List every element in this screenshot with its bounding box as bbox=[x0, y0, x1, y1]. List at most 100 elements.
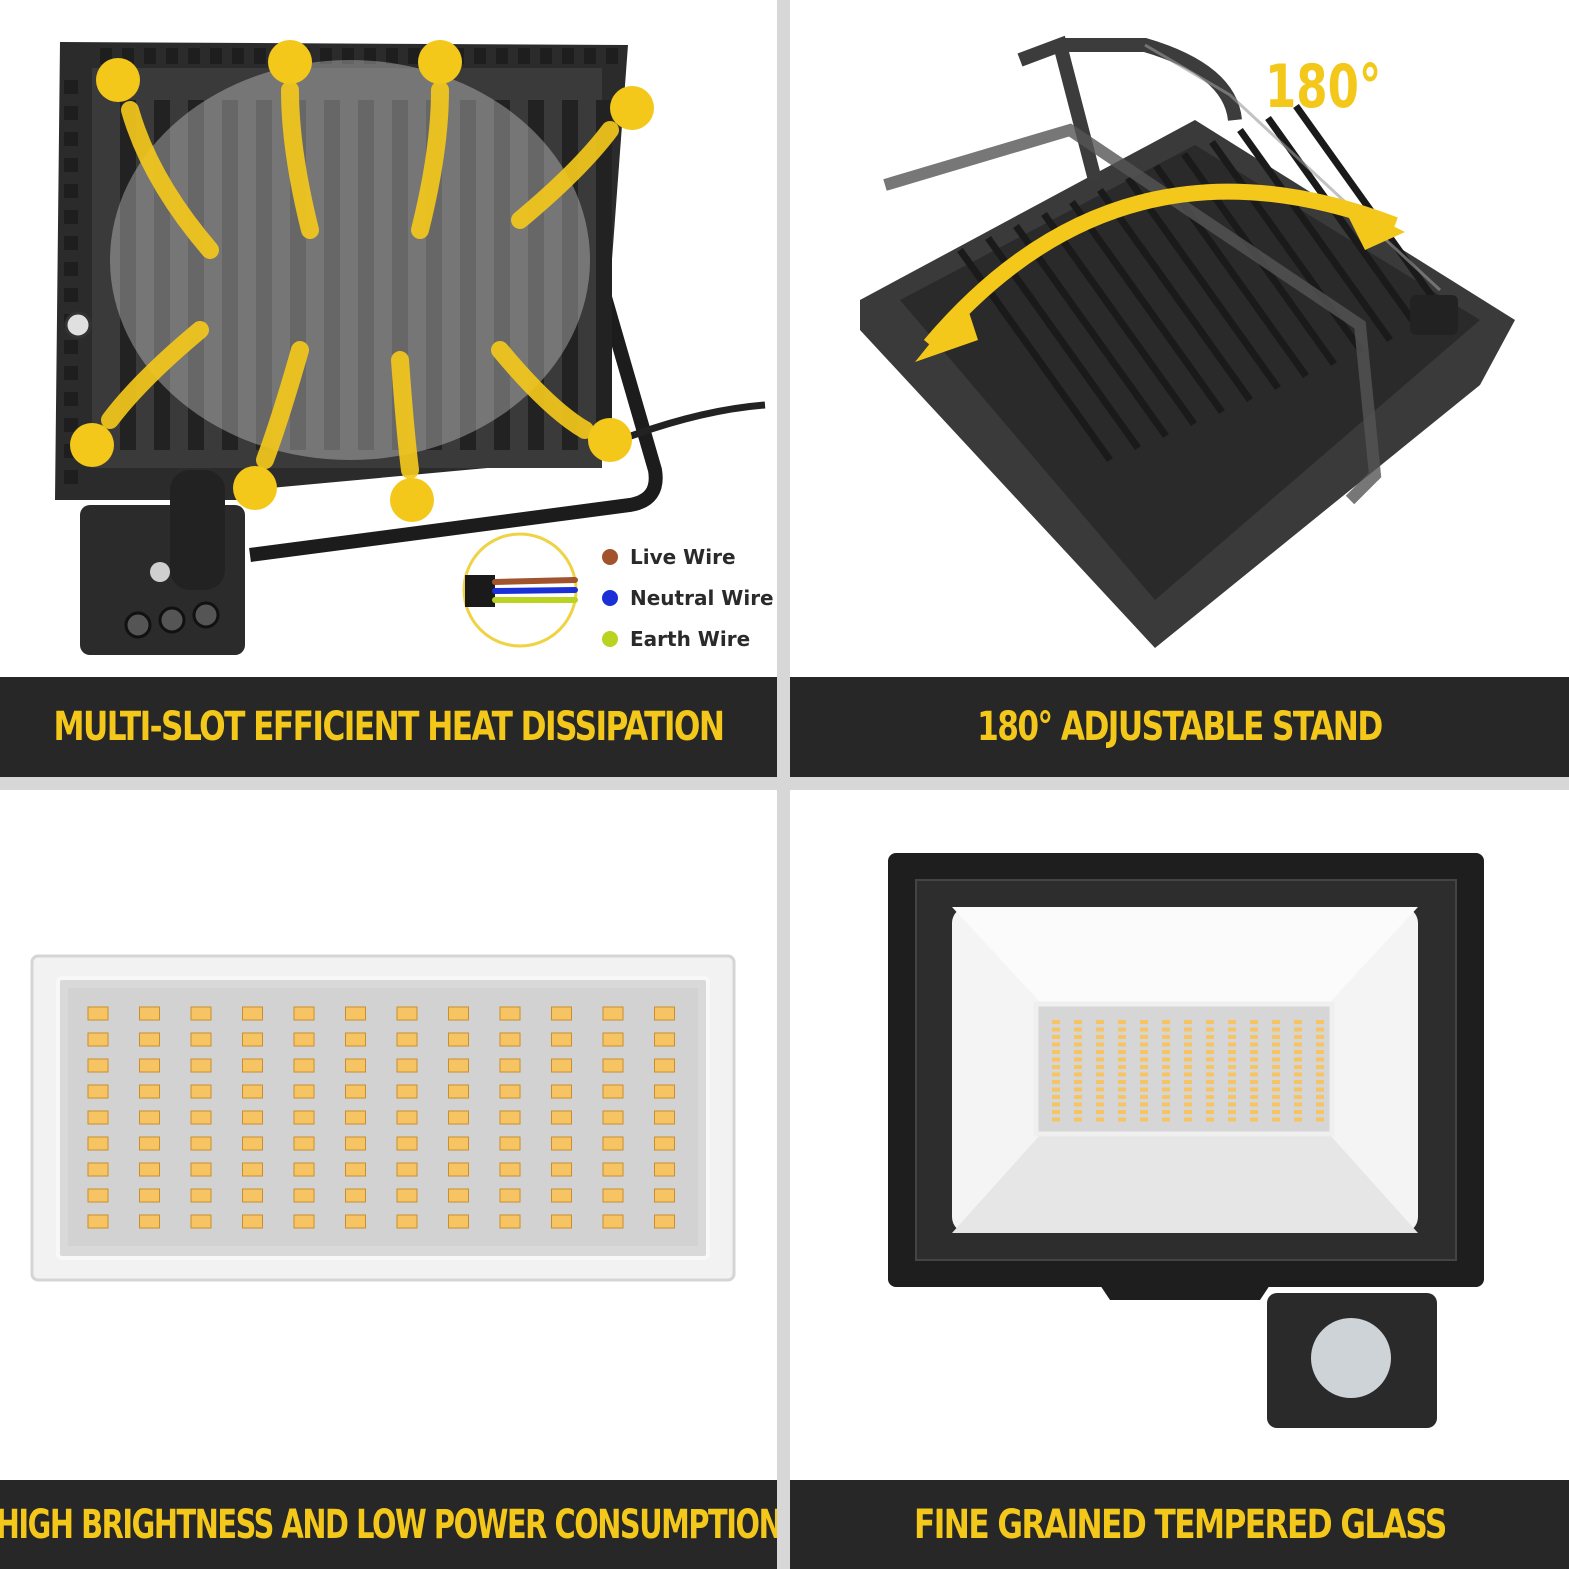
arrow-icon bbox=[390, 478, 434, 522]
led-chip bbox=[1316, 1027, 1324, 1032]
led-chip bbox=[396, 1188, 418, 1203]
led-chip bbox=[1096, 1027, 1104, 1032]
led-chip bbox=[1118, 1050, 1126, 1054]
led-chip bbox=[1250, 1102, 1258, 1107]
led-chip bbox=[1206, 1020, 1214, 1024]
led-chip bbox=[1184, 1050, 1192, 1054]
led-chip bbox=[1228, 1020, 1236, 1024]
led-chip bbox=[190, 1058, 212, 1073]
led-chip bbox=[190, 1214, 212, 1229]
led-chip bbox=[1074, 1087, 1082, 1092]
led-chip bbox=[1052, 1102, 1060, 1107]
led-chip bbox=[1250, 1027, 1258, 1032]
led-chip bbox=[448, 1136, 469, 1151]
led-chip bbox=[1184, 1057, 1192, 1062]
led-chip bbox=[1074, 1050, 1082, 1054]
heat-fins bbox=[120, 100, 612, 450]
stand-bracket bbox=[249, 278, 663, 562]
rim-tooth bbox=[166, 48, 178, 64]
led-grid bbox=[1052, 1020, 1324, 1122]
led-chip bbox=[1074, 1080, 1082, 1084]
led-chip bbox=[1272, 1087, 1280, 1092]
angle-label: 180° bbox=[1265, 52, 1382, 122]
led-chip bbox=[1206, 1072, 1214, 1077]
led-chip bbox=[654, 1214, 675, 1229]
led-chip bbox=[1294, 1080, 1302, 1084]
led-chip bbox=[1052, 1050, 1060, 1054]
led-chip bbox=[1184, 1087, 1192, 1092]
led-chip bbox=[139, 1006, 160, 1021]
led-chip bbox=[654, 1136, 675, 1151]
led-chip bbox=[1250, 1020, 1258, 1024]
led-chip bbox=[1140, 1102, 1148, 1107]
reflector-top bbox=[952, 907, 1418, 1002]
led-chip bbox=[190, 1162, 212, 1177]
led-chip bbox=[1162, 1027, 1170, 1032]
arrow-icon bbox=[96, 58, 140, 102]
rim-tooth bbox=[232, 48, 244, 64]
led-chip bbox=[1228, 1117, 1236, 1122]
led-chip bbox=[1272, 1065, 1280, 1069]
led-chip bbox=[87, 1214, 109, 1229]
led-chip bbox=[499, 1032, 521, 1047]
led-chip bbox=[1250, 1110, 1258, 1114]
cable-icon bbox=[465, 575, 495, 607]
led-chip bbox=[1096, 1117, 1104, 1122]
led-chip bbox=[1228, 1110, 1236, 1114]
led-chip bbox=[1096, 1020, 1104, 1024]
led-chip bbox=[1052, 1065, 1060, 1069]
led-chip bbox=[1294, 1095, 1302, 1099]
rim-tooth bbox=[64, 158, 78, 172]
led-chip bbox=[1316, 1110, 1324, 1114]
legend-item-neutral: Neutral Wire bbox=[602, 577, 774, 618]
led-chip bbox=[1162, 1102, 1170, 1107]
led-chip bbox=[654, 1162, 675, 1177]
led-chip bbox=[1140, 1110, 1148, 1114]
led-chip bbox=[293, 1162, 315, 1177]
led-chip bbox=[1052, 1095, 1060, 1099]
led-chip bbox=[499, 1162, 521, 1177]
heat-dissipation-panel: Live Wire Neutral Wire Earth Wire bbox=[0, 0, 777, 677]
led-chip bbox=[1140, 1072, 1148, 1077]
led-array-panel bbox=[0, 790, 777, 1480]
led-chip bbox=[345, 1032, 366, 1047]
led-chip bbox=[242, 1162, 263, 1177]
led-chip bbox=[87, 1058, 109, 1073]
arrow-icon bbox=[588, 418, 632, 462]
fin bbox=[596, 100, 612, 450]
led-chip bbox=[242, 1084, 263, 1099]
fin bbox=[358, 100, 374, 450]
heat-sink bbox=[92, 68, 602, 468]
led-chip bbox=[1316, 1087, 1324, 1092]
rim-tooth bbox=[64, 236, 78, 250]
fin bbox=[120, 100, 136, 450]
led-chip bbox=[190, 1188, 212, 1203]
led-chip bbox=[293, 1084, 315, 1099]
airflow-arrow bbox=[121, 101, 219, 259]
led-chip bbox=[551, 1032, 572, 1047]
rim-tooth bbox=[474, 48, 486, 64]
bolt-icon bbox=[64, 311, 92, 339]
rim-tooth bbox=[320, 48, 332, 64]
pir-sensor-icon bbox=[150, 562, 170, 582]
led-chip bbox=[1272, 1102, 1280, 1107]
led-chip bbox=[1228, 1080, 1236, 1084]
led-chip bbox=[602, 1136, 624, 1151]
led-chip bbox=[1272, 1057, 1280, 1062]
led-chip bbox=[139, 1084, 160, 1099]
led-chip bbox=[1162, 1095, 1170, 1099]
led-chip bbox=[1250, 1117, 1258, 1122]
led-chip bbox=[1162, 1080, 1170, 1084]
led-chip bbox=[1250, 1080, 1258, 1084]
led-chip bbox=[396, 1136, 418, 1151]
led-chip bbox=[1184, 1072, 1192, 1077]
led-chip bbox=[1294, 1020, 1302, 1024]
led-chip bbox=[345, 1110, 366, 1125]
rotation-arc bbox=[923, 183, 1398, 351]
fin bbox=[1069, 199, 1225, 415]
led-chip bbox=[654, 1058, 675, 1073]
fin bbox=[222, 100, 238, 450]
led-chip bbox=[1272, 1035, 1280, 1039]
led-chip bbox=[1118, 1072, 1126, 1077]
led-chip bbox=[242, 1006, 263, 1021]
